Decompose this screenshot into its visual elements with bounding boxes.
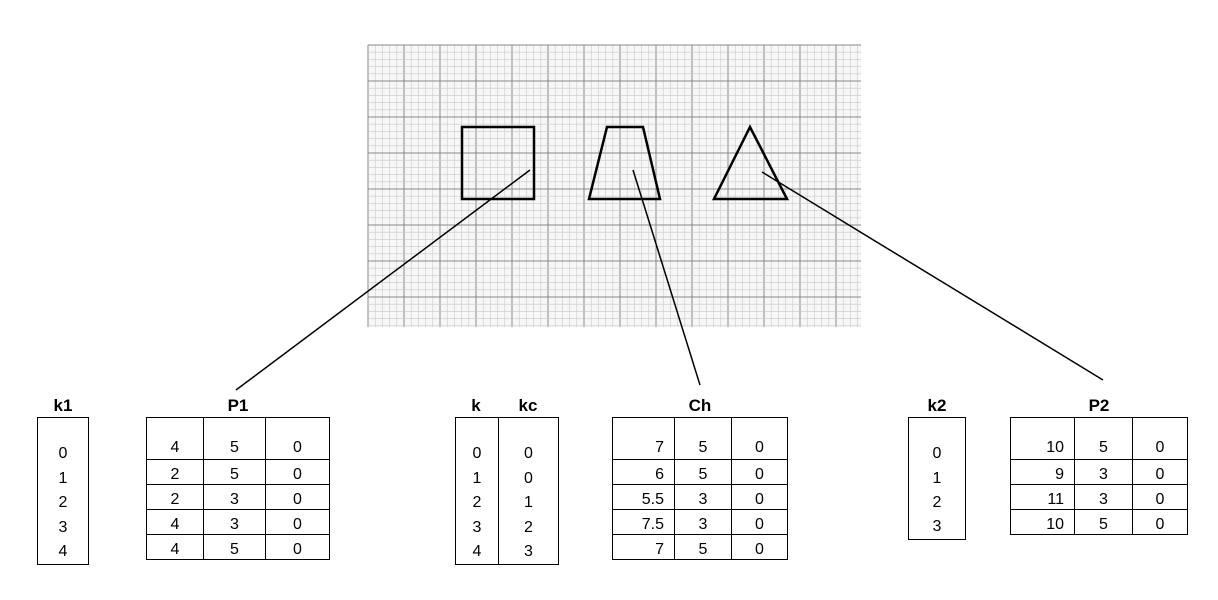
table-label-k2: k2 [927,396,947,415]
vector-cell: 2 [58,494,68,511]
table-cell: 0 [1132,509,1188,535]
table-cell: 5 [203,534,266,560]
vector-cell: 1 [472,470,482,487]
table-cell: 5 [674,417,732,460]
table-cell: 0 [265,484,330,510]
table-label-k1: k1 [53,396,73,415]
matrix-Ch: 7 5 0 6 5 0 5.5 3 0 7.5 3 0 7 5 0 [612,417,788,560]
column-divider [498,418,499,564]
table-cell: 0 [1132,417,1188,460]
vector-cell: 0 [524,470,533,487]
table-label-P1: P1 [227,396,249,415]
table-cell: 0 [731,484,788,510]
table-row: 11 3 0 [1010,484,1188,510]
table-row: 7 5 0 [612,417,788,460]
vector-cell: 1 [58,470,68,487]
table-cell: 0 [265,459,330,485]
vector-cell: 0 [524,445,533,462]
table-cell: 3 [1074,484,1133,510]
table-label-Ch: Ch [688,396,712,415]
table-cell: 0 [1132,484,1188,510]
table-cell: 3 [674,484,732,510]
triangle-shape [711,124,790,201]
table-cell: 0 [731,509,788,535]
vector-cell: 0 [58,445,68,462]
table-cell: 4 [146,417,204,460]
vector-cell: 3 [58,519,68,536]
table-cell: 0 [731,459,788,485]
table-cell: 0 [265,417,330,460]
vector-cell: 3 [932,518,942,535]
table-cell: 0 [1132,459,1188,485]
table-row: 4 5 0 [146,534,330,560]
table-cell: 5 [1074,417,1133,460]
table-cell: 9 [1010,459,1075,485]
table-cell: 3 [203,484,266,510]
pointer-line-trapezoid-to-Ch [632,169,701,386]
vector-k1: 0 1 2 3 4 [37,417,89,565]
vector-cell: 4 [472,543,482,560]
table-row: 10 5 0 [1010,509,1188,535]
table-cell: 5 [203,459,266,485]
vector-k-kc: 0 1 2 3 4 0 0 1 2 3 [455,417,559,565]
vector-cell: 3 [524,543,533,560]
table-label-kc: kc [518,396,538,415]
table-cell: 10 [1010,417,1075,460]
table-label-k: k [471,396,481,415]
table-row: 9 3 0 [1010,459,1188,485]
table-label-P2: P2 [1088,396,1110,415]
table-cell: 5 [674,459,732,485]
table-cell: 4 [146,509,204,535]
trapezoid-shape [587,125,662,201]
table-cell: 7.5 [612,509,675,535]
table-cell: 3 [1074,459,1133,485]
table-cell: 4 [146,534,204,560]
table-cell: 11 [1010,484,1075,510]
table-cell: 2 [146,484,204,510]
vector-cell: 0 [472,445,482,462]
table-cell: 3 [203,509,266,535]
pointer-line-square-to-P1 [235,169,531,391]
vector-cell: 4 [58,543,68,560]
table-cell: 10 [1010,509,1075,535]
table-row: 6 5 0 [612,459,788,485]
square-shape [460,125,536,201]
table-row: 2 5 0 [146,459,330,485]
matrix-P2: 10 5 0 9 3 0 11 3 0 10 5 0 [1010,417,1188,535]
table-row: 4 5 0 [146,417,330,460]
table-cell: 5 [674,534,732,560]
table-row: 7.5 3 0 [612,509,788,535]
pointer-line-triangle-to-P2 [761,171,1104,381]
table-row: 10 5 0 [1010,417,1188,460]
table-row: 4 3 0 [146,509,330,535]
table-cell: 0 [731,534,788,560]
table-cell: 7 [612,417,675,460]
table-cell: 0 [265,534,330,560]
table-cell: 0 [731,417,788,460]
table-cell: 7 [612,534,675,560]
table-row: 5.5 3 0 [612,484,788,510]
table-cell: 0 [265,509,330,535]
table-cell: 5 [1074,509,1133,535]
graph-paper-grid [367,44,861,327]
vector-k2: 0 1 2 3 [908,417,966,540]
matrix-P1: 4 5 0 2 5 0 2 3 0 4 3 0 4 5 0 [146,417,330,560]
table-row: 7 5 0 [612,534,788,560]
table-row: 2 3 0 [146,484,330,510]
vector-cell: 1 [932,470,942,487]
table-cell: 2 [146,459,204,485]
vector-cell: 2 [472,494,482,511]
table-cell: 6 [612,459,675,485]
vector-cell: 2 [524,519,533,536]
table-cell: 5 [203,417,266,460]
table-cell: 3 [674,509,732,535]
vector-cell: 3 [472,519,482,536]
vector-cell: 2 [932,494,942,511]
vector-cell: 1 [524,494,533,511]
vector-cell: 0 [932,445,942,462]
table-cell: 5.5 [612,484,675,510]
